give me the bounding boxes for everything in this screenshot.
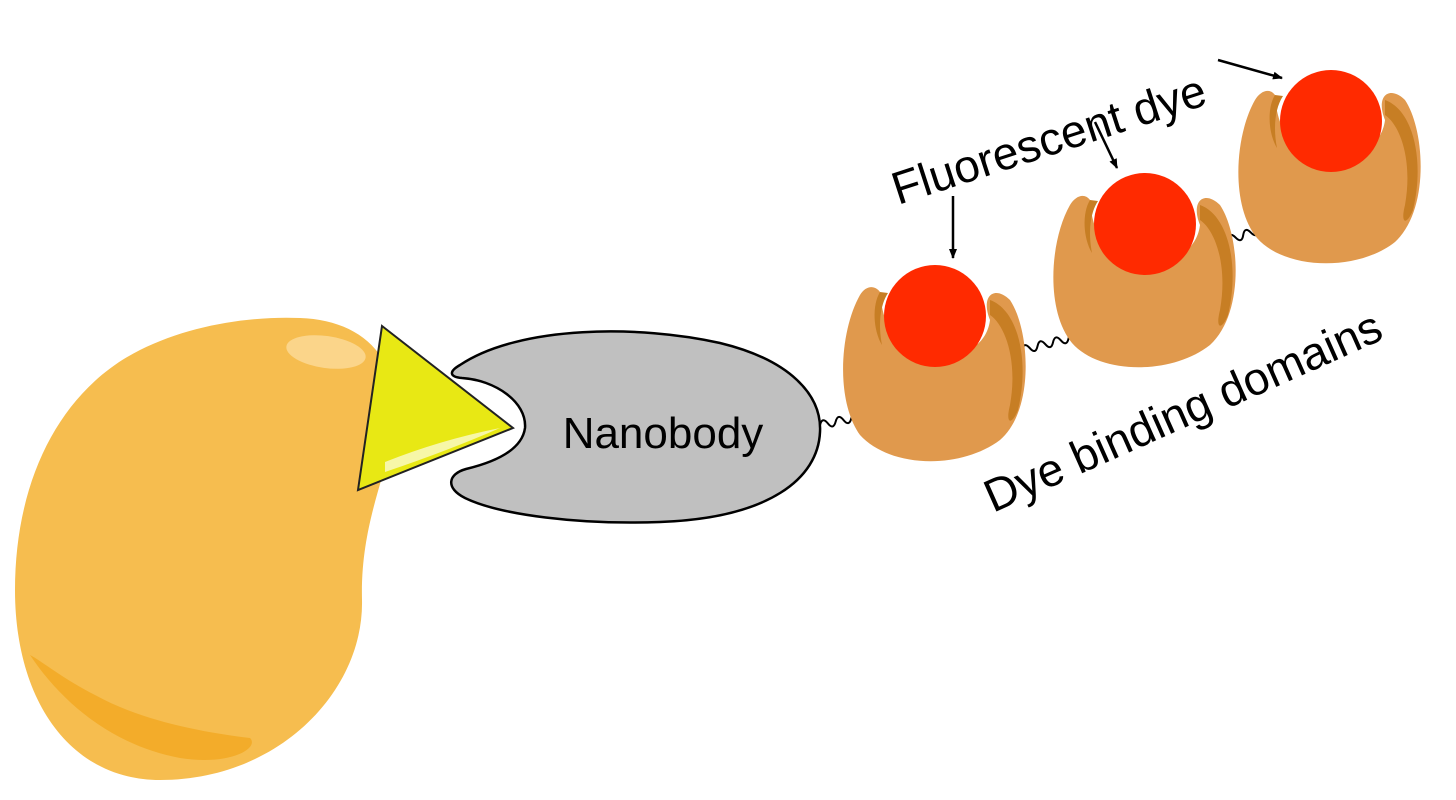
dye-arrows [949,58,1283,259]
domain-1-pocket-rim [874,292,888,345]
dye-binding-domain-2 [1053,173,1236,368]
dye-3 [1280,70,1382,172]
domain-3-pocket-rim [1269,95,1283,148]
target-protein-highlight [286,335,366,369]
dye-binding-domain-1 [843,265,1026,462]
dye-binding-domain-3 [1238,70,1421,264]
antigen-highlight [385,428,500,472]
target-protein [15,317,396,780]
domain-2-dark-rim [1200,205,1233,326]
dye-1 [884,265,986,367]
antigen [356,324,515,492]
arrow-to-dye-2 [1093,121,1119,169]
nanobody-label: Nanobody [563,409,764,458]
target-protein-body [15,317,396,780]
linker-domain1-domain2 [1021,332,1078,352]
nanobody: Nanobody [450,330,822,524]
target-protein-shadow [30,655,252,760]
arrow-to-dye-3 [1217,58,1283,80]
domain-3-dark-rim [1385,100,1418,221]
dye-2 [1094,173,1196,275]
domain-1-dark-rim [990,300,1023,421]
nanobody-shape [450,330,822,524]
antigen-triangle [356,324,515,492]
domain-2-pocket-rim [1084,200,1098,253]
